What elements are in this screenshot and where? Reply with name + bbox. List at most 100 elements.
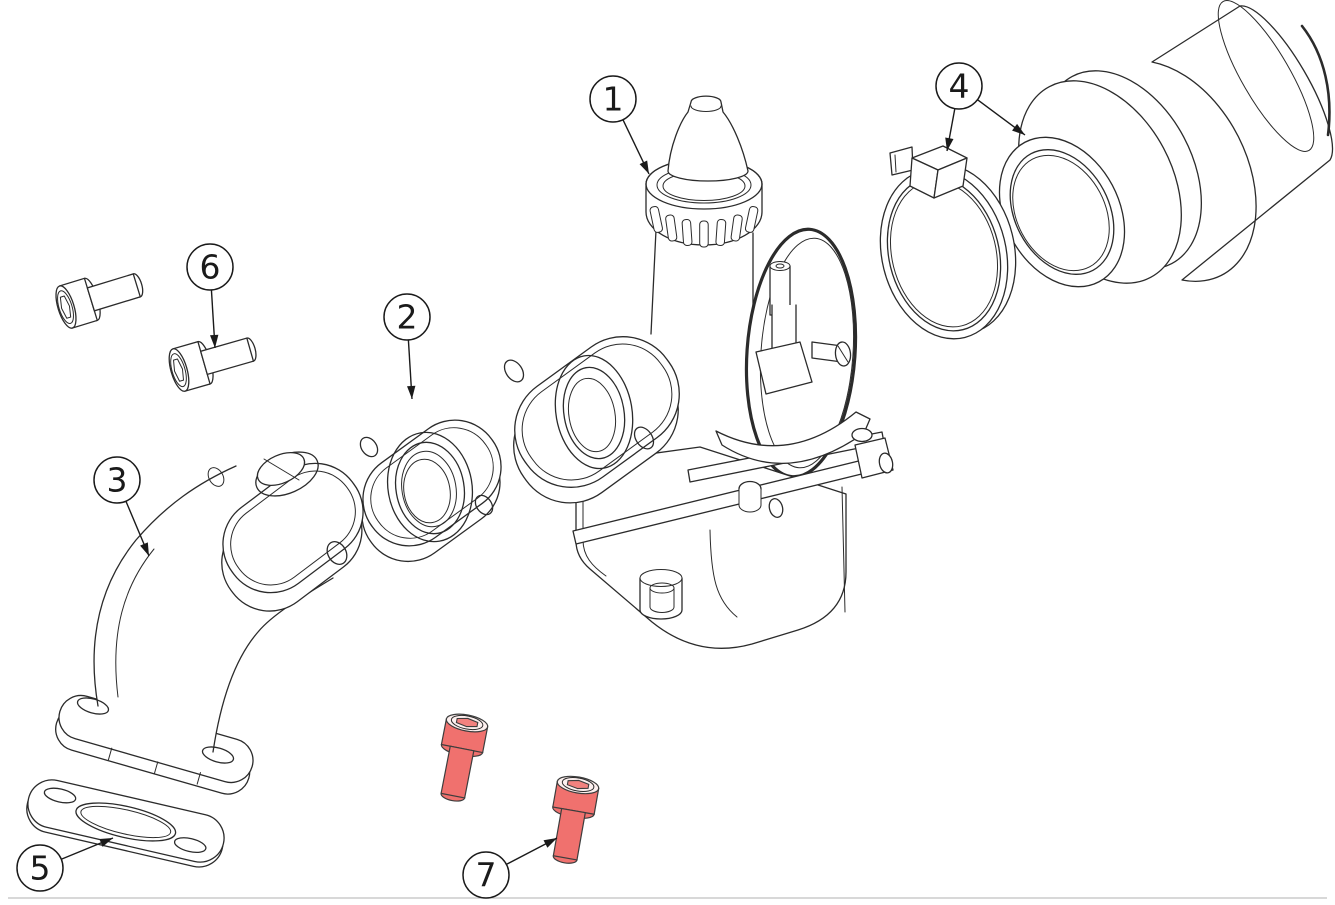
drain-nub: [649, 587, 675, 613]
carb-mounting-flange: [503, 336, 680, 504]
filter-end-rim: [1217, 0, 1315, 152]
flange-bore-ring3: [567, 377, 617, 453]
leader-arrowhead: [543, 838, 557, 848]
foot-slot-left: [76, 697, 110, 715]
boot-neck-line: [690, 105, 722, 112]
filter-opening-inner: [1009, 149, 1115, 275]
spacer-ring4: [403, 458, 451, 524]
part-6-bolt-a: [55, 273, 144, 329]
idle-screw-slot: [837, 345, 849, 363]
bell-mouth-inner: [759, 237, 855, 469]
clamp-stub-line: [894, 154, 897, 173]
hex-socket: [455, 717, 479, 728]
elbow-pipe-left-edge: [93, 465, 237, 707]
flange-bolt-hole-lower: [633, 426, 655, 450]
gasket-center-oval-inner: [80, 805, 172, 839]
filter-end-dark-arc: [1300, 24, 1331, 137]
gasket-center-oval: [75, 802, 177, 842]
callout-number-2: 2: [397, 298, 418, 337]
spacer-ring1: [386, 431, 474, 543]
callout-number-3: 3: [107, 461, 128, 500]
callout-bubble-6: [186, 243, 234, 291]
callout-4: 4: [935, 62, 1026, 152]
leader-arrowhead: [1012, 123, 1025, 135]
manifold-opening-slit: [263, 458, 300, 481]
bolt-face: [168, 348, 190, 392]
bowl-front-edge: [709, 529, 738, 618]
gasket-slot-left: [43, 787, 77, 804]
flange-bolt-hole-upper: [503, 359, 525, 383]
manifold-top-flange: [207, 451, 364, 612]
boot-cone: [667, 95, 749, 182]
clamp-housing-side: [933, 157, 968, 199]
cable-bracket: [755, 341, 813, 395]
callout-2: 2: [383, 293, 431, 400]
flange-face: [514, 336, 680, 488]
flange-bore-ring2: [562, 366, 626, 460]
manifold-flange-face: [222, 462, 364, 594]
pin-left-face: [768, 498, 784, 518]
callout-3: 3: [93, 456, 150, 557]
spacer-ring3: [401, 450, 457, 528]
hex-socket: [59, 295, 72, 319]
overflow-hose-line: [841, 486, 846, 613]
callout-number-1: 1: [603, 80, 624, 119]
callout-7: 7: [462, 837, 558, 899]
callout-1: 1: [589, 75, 650, 175]
gasket-slot-right: [173, 837, 207, 854]
filter-opening-lip: [1012, 154, 1110, 272]
carb-throat-tube: [650, 229, 754, 335]
part-7-bolt-a: [440, 713, 489, 802]
clamp-screw-stub: [889, 146, 914, 176]
elbow-pipe-contour: [115, 548, 155, 698]
leader-arrowhead: [210, 334, 219, 348]
callout-5: 5: [16, 837, 114, 892]
manifold-ear-hole: [207, 467, 225, 487]
leader-arrowhead: [407, 385, 416, 399]
part-4-hose-clamp: [879, 145, 1017, 340]
callout-bubble-1: [589, 75, 637, 123]
callout-bubble-2: [383, 293, 431, 341]
spacer-inner-contour: [370, 427, 494, 539]
carb-fittings: [755, 261, 852, 395]
rail-hardware: [738, 427, 894, 518]
hex-socket: [173, 358, 185, 382]
callout-layer: 1 2 3 4 5 6 7: [16, 62, 1026, 899]
callout-bubble-4: [935, 62, 983, 110]
leader-arrowhead: [639, 160, 649, 174]
spacer-hole-upper: [359, 436, 379, 458]
spacer-face: [362, 419, 502, 547]
part-2-flange-spacer: [359, 419, 502, 563]
part-5-base-gasket: [26, 779, 225, 868]
callout-number-7: 7: [476, 856, 497, 895]
filter-cone-body: [1151, 5, 1334, 282]
leader-arrowhead: [140, 542, 149, 556]
leader-arrowhead: [945, 137, 954, 151]
callout-bubble-3: [93, 456, 141, 504]
part-6-bolt-b: [168, 337, 257, 392]
cap-knurl-notches: [649, 206, 759, 248]
spacer-ring2: [394, 441, 466, 535]
screw-boss-right: [851, 427, 873, 443]
part-3-intake-manifold: [55, 451, 364, 795]
callout-bubble-5: [16, 844, 64, 892]
float-bowl: [575, 446, 847, 649]
part-1-carburetor: [503, 95, 894, 649]
hex-socket: [566, 779, 590, 790]
bolt-face: [55, 285, 77, 329]
leader-arrowhead: [99, 838, 113, 847]
manifold-flange-hole: [326, 541, 348, 565]
throttle-cam: [715, 411, 871, 464]
callout-number-5: 5: [30, 849, 51, 888]
callout-number-6: 6: [200, 248, 221, 287]
part-7-bolt-b: [552, 775, 600, 864]
foot-slot-right: [201, 746, 235, 764]
pin-right-face: [878, 452, 894, 474]
callout-6: 6: [186, 243, 234, 349]
flange-bore-ring1: [554, 354, 634, 470]
part-4-air-filter: [998, 0, 1334, 288]
cable-boot: [667, 95, 749, 182]
callout-bubble-7: [462, 851, 510, 899]
